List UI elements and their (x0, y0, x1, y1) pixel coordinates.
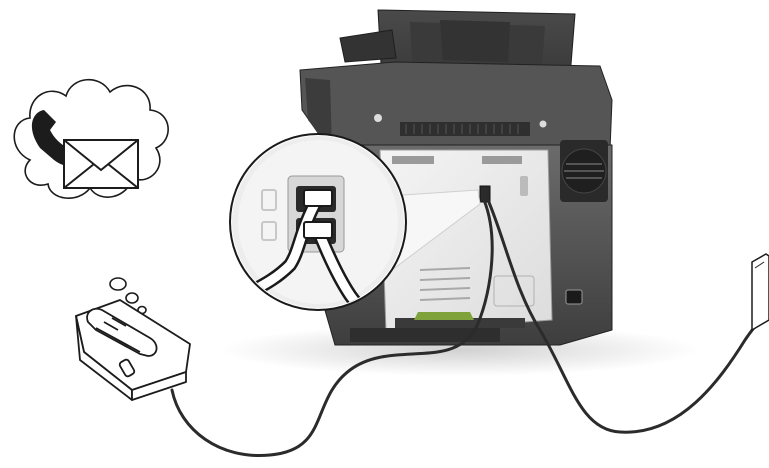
telephone (76, 300, 190, 400)
wall-jack (752, 254, 769, 330)
envelope-icon (64, 140, 138, 188)
